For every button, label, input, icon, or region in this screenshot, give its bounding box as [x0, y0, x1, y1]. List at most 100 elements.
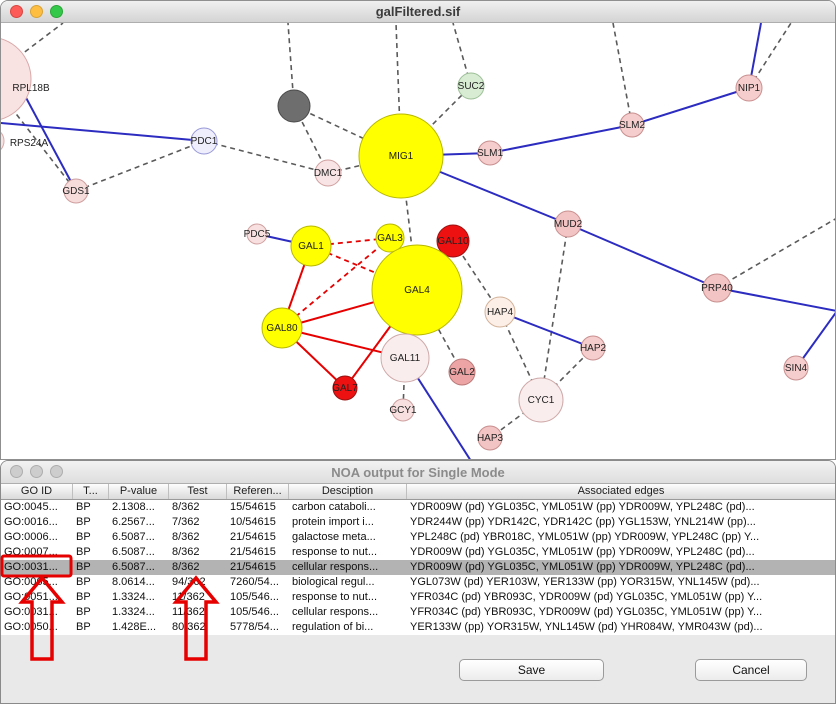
- graph-node-grayn[interactable]: [277, 89, 311, 123]
- graph-node-dmc1[interactable]: [314, 159, 342, 187]
- graph-edge-dash[interactable]: [416, 289, 463, 373]
- table-cell: regulation of bi...: [292, 621, 374, 633]
- graph-edge-dash[interactable]: [293, 105, 402, 157]
- zoom-button-inactive[interactable]: [50, 465, 63, 478]
- graph-node-label: GAL10: [437, 236, 469, 247]
- column-header-1[interactable]: T...: [73, 484, 109, 499]
- graph-node-pdc1[interactable]: [190, 127, 218, 155]
- graph-edge-dash[interactable]: [540, 223, 569, 401]
- graph-edge-blue[interactable]: [1, 122, 205, 142]
- save-button[interactable]: Save: [459, 659, 604, 681]
- column-header-2[interactable]: P-value: [109, 484, 169, 499]
- table-cell: 1.428E...: [112, 621, 157, 633]
- table-cell: 1.3324...: [112, 591, 155, 603]
- graph-node-nip1[interactable]: [735, 74, 763, 102]
- table-cell: BP: [76, 501, 91, 513]
- minimize-button-inactive[interactable]: [30, 465, 43, 478]
- graph-node-slm2[interactable]: [619, 112, 645, 138]
- graph-node-label: MIG1: [389, 151, 414, 162]
- graph-node-gal4[interactable]: [371, 244, 463, 336]
- graph-node-gal7[interactable]: [332, 375, 358, 401]
- graph-edge-reddash[interactable]: [281, 237, 391, 329]
- noa-window-titlebar[interactable]: NOA output for Single Mode: [1, 461, 835, 484]
- graph-edge-dash[interactable]: [1, 79, 77, 192]
- graph-node-gal2[interactable]: [448, 358, 476, 386]
- column-header-4[interactable]: Referen...: [227, 484, 289, 499]
- graph-node-gcy1[interactable]: [391, 398, 415, 422]
- graph-node-label: SLM2: [619, 120, 646, 131]
- graph-node-rpl18b[interactable]: [1, 37, 32, 121]
- graph-node-pdc5[interactable]: [246, 223, 268, 245]
- minimize-button[interactable]: [30, 5, 43, 18]
- graph-node-gal11[interactable]: [380, 333, 430, 383]
- graph-edge-dash[interactable]: [716, 218, 836, 289]
- graph-node-label: PRP40: [701, 283, 733, 294]
- cancel-button[interactable]: Cancel: [695, 659, 807, 681]
- graph-edge-dash[interactable]: [400, 85, 472, 157]
- table-cell: YDR009W (pd) YGL035C, YML051W (pp) YDR00…: [410, 561, 755, 573]
- close-button-inactive[interactable]: [10, 465, 23, 478]
- graph-node-rps24a[interactable]: [1, 128, 5, 154]
- table-cell: 8.0614...: [112, 576, 155, 588]
- table-cell: 8/362: [172, 546, 200, 558]
- network-canvas[interactable]: RPL18BRPS24AGDS1PDC1DMC1MIG1SUC2SLM1SLM2…: [1, 23, 836, 460]
- graph-edge-dash[interactable]: [1, 23, 64, 79]
- graph-node-gds1[interactable]: [63, 178, 89, 204]
- graph-edge-blue[interactable]: [716, 287, 836, 312]
- column-header-6[interactable]: Associated edges: [577, 485, 665, 497]
- table-cell: 8/362: [172, 561, 200, 573]
- column-header-0[interactable]: GO ID: [1, 484, 73, 499]
- graph-edge-blue[interactable]: [567, 223, 718, 289]
- zoom-button[interactable]: [50, 5, 63, 18]
- graph-window-title: galFiltered.sif: [375, 4, 461, 19]
- graph-node-hap3[interactable]: [477, 425, 503, 451]
- table-cell: 8/362: [172, 501, 200, 513]
- graph-node-label: CYC1: [528, 395, 555, 406]
- graph-node-slm1[interactable]: [477, 140, 503, 166]
- graph-node-gal1[interactable]: [290, 225, 332, 267]
- table-cell: GO:0045...: [4, 501, 58, 513]
- graph-node-label: NIP1: [738, 83, 761, 94]
- table-cell: YDR009W (pd) YGL035C, YML051W (pp) YDR00…: [410, 501, 755, 513]
- graph-node-gal3[interactable]: [375, 223, 405, 253]
- graph-node-label: HAP2: [580, 343, 607, 354]
- graph-node-gal80[interactable]: [261, 307, 303, 349]
- graph-node-mig1[interactable]: [358, 113, 444, 199]
- graph-node-prp40[interactable]: [702, 273, 732, 303]
- graph-node-sin4[interactable]: [783, 355, 809, 381]
- graph-node-hap2[interactable]: [580, 335, 606, 361]
- graph-edge-blue[interactable]: [631, 87, 750, 126]
- graph-node-gal10[interactable]: [436, 224, 470, 258]
- graph-node-cyc1[interactable]: [518, 377, 564, 423]
- graph-edge-dash[interactable]: [75, 140, 205, 192]
- graph-edge-blue[interactable]: [489, 124, 633, 154]
- graph-node-mud2[interactable]: [554, 210, 582, 238]
- table-cell: YDR244W (pp) YDR142C, YDR142C (pp) YGL15…: [410, 516, 756, 528]
- graph-edge-blue[interactable]: [499, 311, 594, 349]
- graph-node-hap4[interactable]: [484, 296, 516, 328]
- table-cell: 15/54615: [230, 501, 276, 513]
- graph-edge-dash[interactable]: [203, 140, 329, 174]
- table-cell: GO:0065...: [4, 576, 58, 588]
- graph-edge-dash[interactable]: [612, 23, 633, 126]
- graph-edge-dash[interactable]: [499, 311, 542, 401]
- table-cell: biological regul...: [292, 576, 375, 588]
- graph-node-suc2[interactable]: [457, 72, 485, 100]
- close-button[interactable]: [10, 5, 23, 18]
- column-header-3[interactable]: Test: [169, 484, 227, 499]
- table-cell: 7/362: [172, 516, 200, 528]
- graph-window-titlebar[interactable]: galFiltered.sif: [1, 1, 835, 23]
- table-cell: GO:0031...: [4, 561, 58, 573]
- graph-node-label: GAL80: [266, 323, 298, 334]
- column-header-5[interactable]: Desciption: [289, 484, 407, 499]
